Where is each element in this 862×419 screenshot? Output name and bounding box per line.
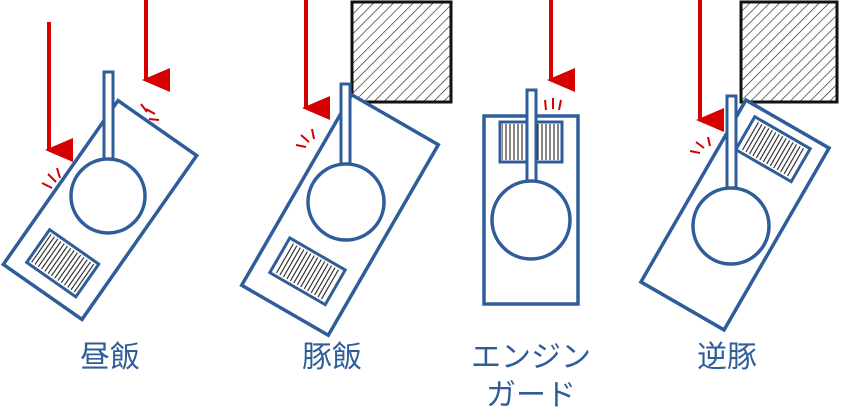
engine-guard-impact-icon bbox=[544, 98, 562, 111]
gyakubuta-obstacle-icon bbox=[739, 0, 839, 104]
hirumeshi-gun-barrel bbox=[102, 70, 115, 166]
gyakubuta-turret bbox=[691, 186, 771, 266]
engine-hatch bbox=[30, 233, 95, 293]
hirumeshi-label: 昼飯 bbox=[80, 340, 140, 375]
butameshi-panel bbox=[239, 0, 453, 338]
gyakubuta-impact-icon bbox=[689, 136, 711, 154]
hirumeshi-panel bbox=[0, 0, 200, 322]
butameshi-obstacle-icon bbox=[350, 0, 453, 104]
butameshi-turret bbox=[306, 162, 386, 242]
engine-guard-gun-barrel bbox=[525, 88, 538, 188]
butameshi-impact-icon bbox=[295, 128, 315, 148]
gyakubuta-panel bbox=[638, 0, 839, 333]
engine-guard-label-line1: エンジン bbox=[471, 340, 591, 375]
engine-guard-turret bbox=[490, 179, 572, 261]
butameshi-label: 豚飯 bbox=[302, 340, 362, 375]
hirumeshi-turret bbox=[69, 157, 147, 235]
engine-guard-panel bbox=[482, 0, 580, 306]
engine-hatch bbox=[273, 242, 342, 301]
gyakubuta-label: 逆豚 bbox=[697, 340, 757, 375]
hirumeshi-impact-1-icon bbox=[41, 167, 61, 189]
butameshi-gun-barrel bbox=[339, 82, 352, 171]
engine-hatch bbox=[739, 120, 807, 178]
hirumeshi-impact-2-icon bbox=[140, 103, 160, 121]
gyakubuta-gun-barrel bbox=[725, 94, 738, 191]
engine-guard-label-line2: ガード bbox=[486, 378, 576, 413]
